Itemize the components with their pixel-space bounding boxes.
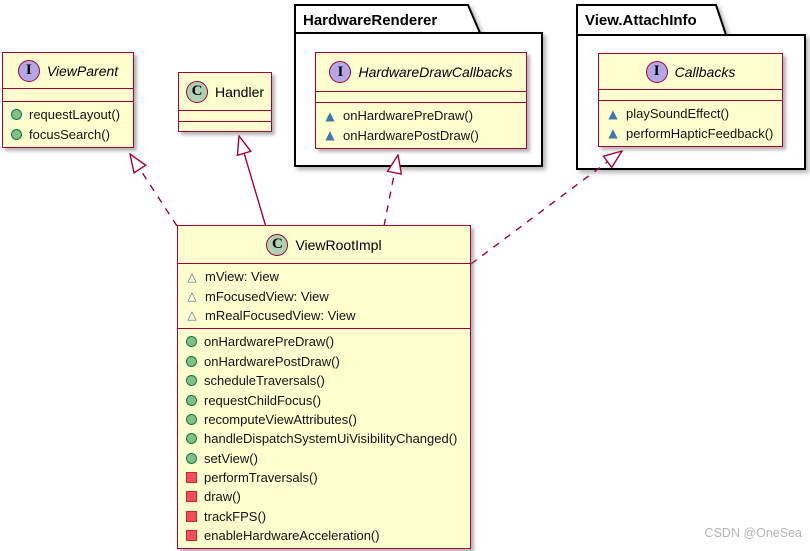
methods-compartment: ▲ onHardwarePreDraw() ▲ onHardwarePostDr… — [316, 102, 526, 148]
method-row: trackFPS() — [178, 507, 470, 526]
methods-compartment: onHardwarePreDraw() onHardwarePostDraw()… — [178, 328, 470, 548]
method-label: recomputeViewAttributes() — [204, 411, 357, 427]
method-label: trackFPS() — [204, 508, 267, 524]
method-row: handleDispatchSystemUiVisibilityChanged(… — [178, 429, 470, 448]
public-method-icon — [186, 433, 197, 445]
field-row: △ mRealFocusedView: View — [178, 306, 470, 325]
class-title: HardwareDrawCallbacks — [358, 64, 513, 80]
method-row: recomputeViewAttributes() — [178, 410, 470, 429]
method-label: handleDispatchSystemUiVisibilityChanged(… — [204, 431, 458, 447]
public-method-icon — [186, 355, 197, 367]
method-label: onHardwarePostDraw() — [343, 127, 479, 143]
method-label: onHardwarePreDraw() — [343, 108, 474, 124]
package-method-icon: ▲ — [325, 128, 335, 143]
method-label: setView() — [204, 450, 258, 466]
method-label: enableHardwareAcceleration() — [204, 528, 380, 544]
class-header: C Handler — [179, 73, 271, 110]
class-box-hardwaredrawcallbacks: I HardwareDrawCallbacks ▲ onHardwarePreD… — [315, 52, 527, 149]
fields-compartment — [3, 88, 133, 101]
fields-compartment: △ mView: View △ mFocusedView: View △ mRe… — [178, 263, 470, 328]
method-row: ▲ onHardwarePostDraw() — [316, 125, 526, 144]
csdn-watermark: CSDN @OneSea — [704, 526, 802, 540]
method-row: enableHardwareAcceleration() — [178, 526, 470, 545]
method-row: scheduleTraversals() — [178, 371, 470, 390]
field-label: mFocusedView: View — [205, 288, 329, 304]
class-stereotype-icon: C — [185, 80, 208, 103]
class-title: ViewRootImpl — [295, 236, 382, 253]
public-method-icon — [186, 452, 197, 464]
class-header: I Callbacks — [599, 54, 782, 89]
field-label: mRealFocusedView: View — [205, 307, 356, 323]
method-label: playSoundEffect() — [626, 106, 730, 122]
methods-compartment: requestLayout() focusSearch() — [3, 101, 133, 147]
interface-stereotype-icon: I — [645, 60, 668, 83]
interface-stereotype-icon: I — [329, 61, 352, 83]
public-method-icon — [186, 336, 197, 348]
method-label: scheduleTraversals() — [204, 373, 325, 389]
package-title-view-attachinfo: View.AttachInfo — [585, 12, 697, 29]
field-row: △ mView: View — [178, 267, 470, 286]
fields-compartment — [316, 91, 526, 102]
field-label: mView: View — [205, 269, 279, 285]
class-box-viewparent: I ViewParent requestLayout() focusSearch… — [2, 52, 134, 148]
class-header: C ViewRootImpl — [178, 226, 470, 263]
public-method-icon — [11, 128, 22, 140]
method-label: onHardwarePreDraw() — [204, 334, 335, 350]
public-method-icon — [186, 413, 197, 425]
fields-compartment — [179, 110, 271, 121]
package-method-icon: ▲ — [608, 126, 618, 141]
method-label: performTraversals() — [204, 470, 318, 486]
generalization-arrow-handler — [239, 136, 267, 228]
interface-stereotype-icon: I — [17, 59, 40, 82]
field-row: △ mFocusedView: View — [178, 286, 470, 305]
realization-arrow-hardwaredrawcallbacks — [383, 155, 398, 227]
method-label: requestLayout() — [29, 107, 121, 123]
class-title: ViewParent — [46, 62, 119, 79]
methods-compartment: ▲ playSoundEffect() ▲ performHapticFeedb… — [599, 100, 782, 146]
package-method-icon: ▲ — [608, 106, 618, 121]
class-box-handler: C Handler — [178, 72, 272, 132]
method-row: performTraversals() — [178, 468, 470, 487]
methods-compartment — [179, 120, 271, 132]
realization-arrow-viewparent — [130, 154, 178, 227]
package-method-icon: ▲ — [325, 108, 335, 123]
class-box-viewrootimpl: C ViewRootImpl △ mView: View △ mFocusedV… — [177, 225, 471, 550]
private-method-icon — [186, 510, 197, 522]
public-method-icon — [186, 375, 197, 387]
method-label: onHardwarePostDraw() — [204, 353, 340, 369]
method-row: onHardwarePreDraw() — [178, 332, 470, 351]
public-method-icon — [11, 109, 22, 121]
method-label: performHapticFeedback() — [626, 125, 774, 141]
realization-arrow-callbacks — [470, 151, 622, 265]
private-method-icon — [186, 491, 197, 503]
class-header: I ViewParent — [3, 53, 133, 88]
private-method-icon — [186, 472, 197, 484]
method-row: requestChildFocus() — [178, 390, 470, 409]
package-field-icon: △ — [187, 289, 197, 304]
method-label: focusSearch() — [29, 126, 110, 142]
method-row: setView() — [178, 449, 470, 468]
class-header: I HardwareDrawCallbacks — [316, 53, 526, 91]
class-box-callbacks: I Callbacks ▲ playSoundEffect() ▲ perfor… — [598, 53, 783, 147]
package-title-hardware-renderer: HardwareRenderer — [303, 12, 438, 29]
class-title: Callbacks — [674, 63, 736, 80]
method-row: ▲ performHapticFeedback() — [599, 123, 782, 142]
public-method-icon — [186, 394, 197, 406]
class-title: Handler — [214, 83, 265, 100]
private-method-icon — [186, 530, 197, 542]
package-field-icon: △ — [187, 308, 197, 323]
method-label: draw() — [204, 489, 241, 505]
method-row: focusSearch() — [3, 124, 133, 143]
method-row: ▲ playSoundEffect() — [599, 104, 782, 123]
method-row: onHardwarePostDraw() — [178, 352, 470, 371]
method-row: ▲ onHardwarePreDraw() — [316, 106, 526, 125]
method-row: draw() — [178, 487, 470, 506]
fields-compartment — [599, 89, 782, 100]
package-field-icon: △ — [187, 269, 197, 284]
method-row: requestLayout() — [3, 105, 133, 124]
method-label: requestChildFocus() — [204, 392, 322, 408]
class-stereotype-icon: C — [266, 233, 289, 256]
